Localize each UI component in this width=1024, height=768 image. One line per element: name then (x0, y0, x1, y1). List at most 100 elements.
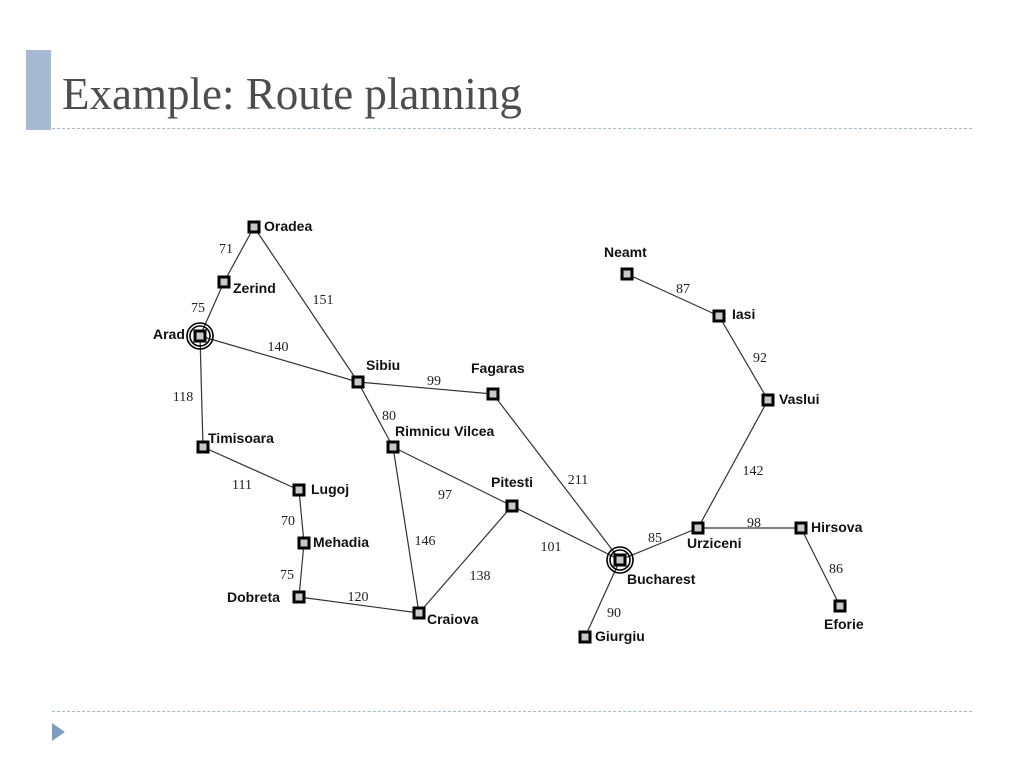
distance-label: 111 (232, 478, 252, 493)
distance-label: 138 (470, 569, 491, 584)
city-node-bucharest[interactable] (606, 546, 634, 574)
city-node-lugoj[interactable] (292, 483, 306, 497)
distance-label: 71 (219, 242, 233, 257)
city-label-timisoara: Timisoara (208, 430, 274, 446)
road-arad-timisoara (199, 335, 204, 448)
city-node-eforie[interactable] (833, 599, 847, 613)
city-marker-icon (833, 599, 847, 613)
city-label-iasi: Iasi (732, 306, 755, 322)
distance-label: 85 (648, 531, 662, 546)
city-marker-icon (578, 630, 592, 644)
city-marker-icon (292, 483, 306, 497)
city-label-neamt: Neamt (604, 244, 647, 260)
city-marker-icon (712, 309, 726, 323)
title-accent-bar (26, 50, 51, 130)
city-label-hirsova: Hirsova (811, 519, 863, 535)
distance-label: 75 (280, 568, 294, 583)
road-rimnicu-vilcea-pitesti (392, 446, 513, 507)
city-node-giurgiu[interactable] (578, 630, 592, 644)
distance-label: 70 (281, 514, 295, 529)
road-oradea-zerind (223, 226, 255, 283)
city-marker-icon (761, 393, 775, 407)
city-node-dobreta[interactable] (292, 590, 306, 604)
city-label-sibiu: Sibiu (366, 357, 400, 373)
city-marker-icon (613, 553, 627, 567)
play-arrow-icon[interactable] (52, 723, 65, 741)
city-label-dobreta: Dobreta (227, 589, 280, 605)
road-bucharest-giurgiu (584, 559, 621, 638)
city-node-iasi[interactable] (712, 309, 726, 323)
city-node-rimnicu-vilcea[interactable] (386, 440, 400, 454)
distance-label: 75 (191, 301, 205, 316)
city-node-neamt[interactable] (620, 267, 634, 281)
city-label-oradea: Oradea (264, 218, 312, 234)
city-label-fagaras: Fagaras (471, 360, 525, 376)
city-node-fagaras[interactable] (486, 387, 500, 401)
city-marker-icon (247, 220, 261, 234)
road-arad-sibiu (199, 335, 359, 383)
city-label-urziceni: Urziceni (687, 535, 741, 551)
city-node-timisoara[interactable] (196, 440, 210, 454)
city-marker-icon (193, 329, 207, 343)
city-marker-icon (297, 536, 311, 550)
city-node-oradea[interactable] (247, 220, 261, 234)
city-node-pitesti[interactable] (505, 499, 519, 513)
distance-label: 98 (747, 516, 761, 531)
distance-label: 101 (541, 540, 562, 555)
distance-label: 120 (348, 590, 369, 605)
city-label-vaslui: Vaslui (779, 391, 819, 407)
road-fagaras-bucharest (492, 393, 621, 561)
road-craiova-pitesti (418, 505, 513, 614)
city-node-hirsova[interactable] (794, 521, 808, 535)
road-rimnicu-vilcea-craiova (392, 446, 420, 614)
distance-label: 118 (173, 390, 193, 405)
distance-label: 87 (676, 282, 690, 297)
road-pitesti-bucharest (511, 505, 621, 561)
city-marker-icon (691, 521, 705, 535)
city-marker-icon (386, 440, 400, 454)
city-marker-icon (794, 521, 808, 535)
distance-label: 146 (415, 534, 436, 549)
road-oradea-sibiu (253, 226, 359, 383)
title-divider (52, 128, 972, 129)
city-label-mehadia: Mehadia (313, 534, 369, 550)
distance-label: 97 (438, 488, 452, 503)
city-marker-icon (620, 267, 634, 281)
city-node-mehadia[interactable] (297, 536, 311, 550)
highlight-ring-icon (606, 546, 634, 574)
highlight-ring-icon (186, 322, 214, 350)
city-label-zerind: Zerind (233, 280, 276, 296)
highlight-ring-icon (189, 325, 211, 347)
road-mehadia-dobreta (298, 542, 305, 598)
footer-divider (52, 711, 972, 712)
city-node-urziceni[interactable] (691, 521, 705, 535)
road-lugoj-mehadia (298, 489, 305, 544)
road-urziceni-vaslui (697, 399, 769, 529)
distance-label: 211 (568, 473, 588, 488)
city-label-eforie: Eforie (824, 616, 864, 632)
city-marker-icon (486, 387, 500, 401)
city-node-zerind[interactable] (217, 275, 231, 289)
city-marker-icon (196, 440, 210, 454)
distance-labels-layer: 7175151140118998011170751201469713810121… (173, 242, 843, 621)
road-sibiu-rimnicu-vilcea (357, 381, 394, 448)
road-sibiu-fagaras (357, 381, 494, 395)
road-hirsova-eforie (800, 527, 841, 607)
city-node-vaslui[interactable] (761, 393, 775, 407)
road-bucharest-urziceni (619, 527, 699, 561)
city-node-sibiu[interactable] (351, 375, 365, 389)
distance-label: 86 (829, 562, 843, 577)
city-node-craiova[interactable] (412, 606, 426, 620)
city-label-lugoj: Lugoj (311, 481, 349, 497)
city-node-arad[interactable] (186, 322, 214, 350)
cities-layer (186, 220, 847, 644)
distance-label: 90 (607, 606, 621, 621)
distance-label: 142 (743, 464, 764, 479)
city-marker-icon (412, 606, 426, 620)
slide-title: Example: Route planning (62, 69, 522, 119)
distance-label: 99 (427, 374, 441, 389)
city-label-pitesti: Pitesti (491, 474, 533, 490)
distance-label: 140 (268, 340, 289, 355)
